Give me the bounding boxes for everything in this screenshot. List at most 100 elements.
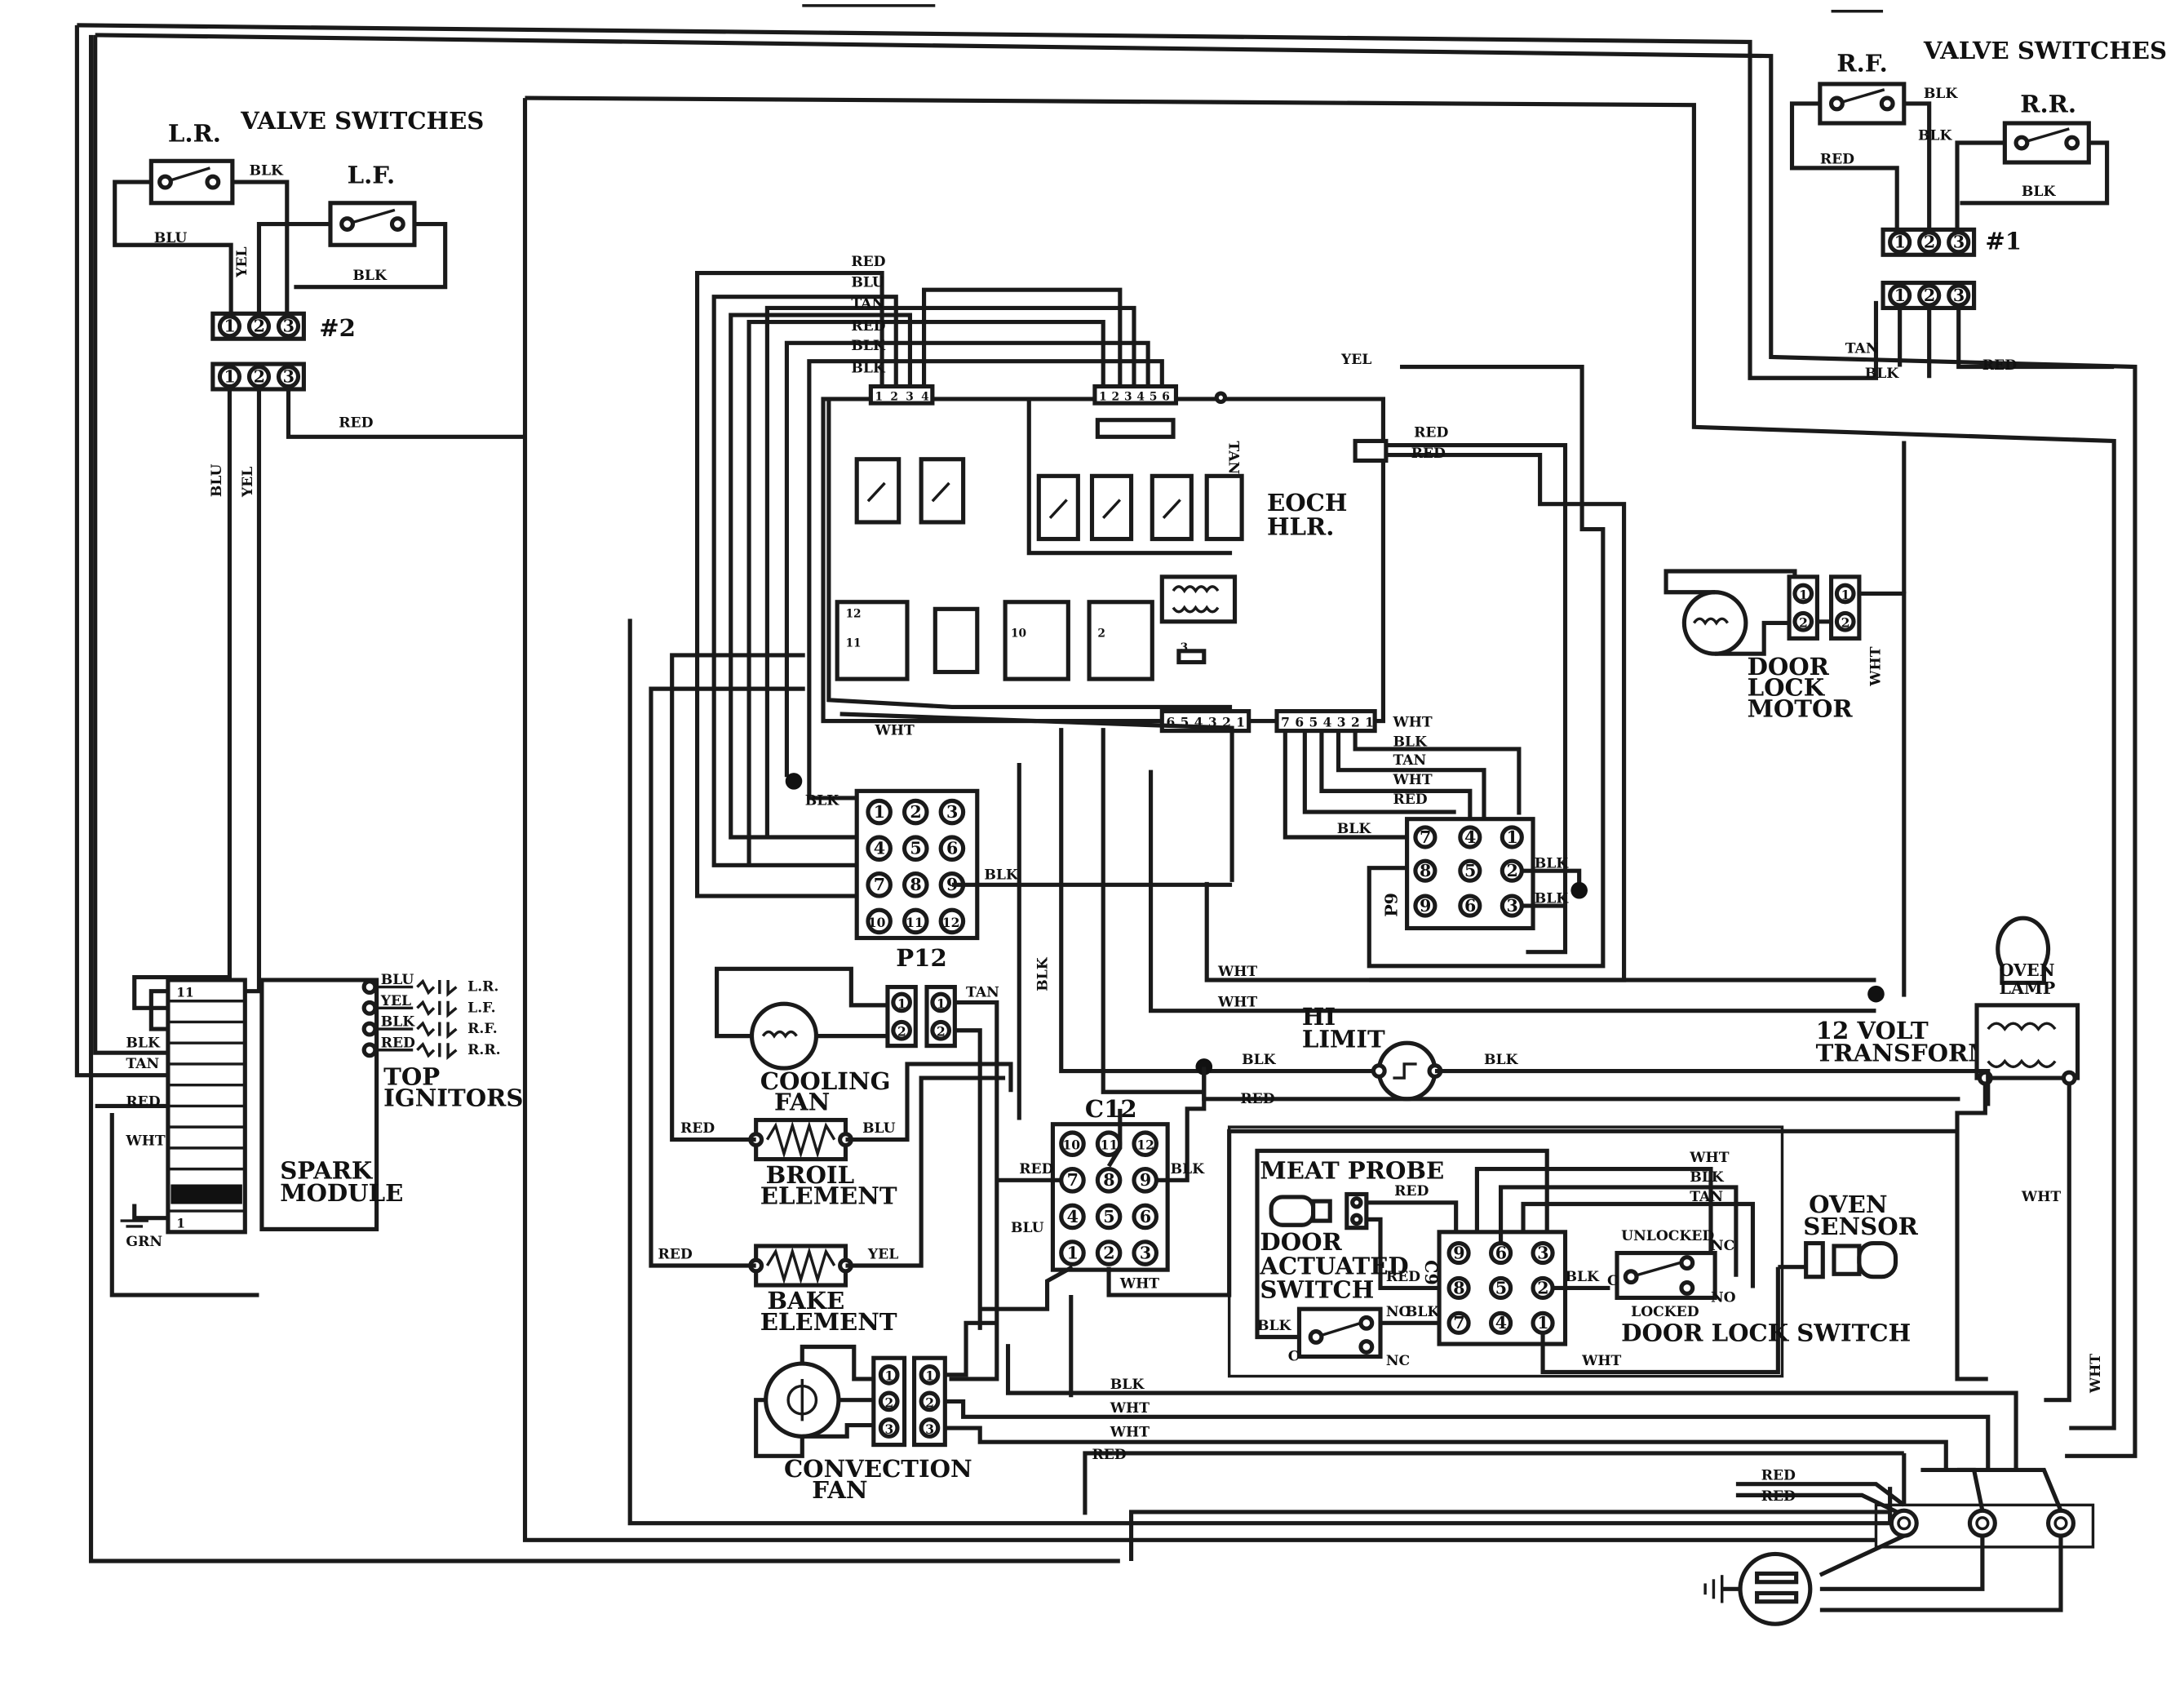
svg-text:2: 2 [885,1395,894,1410]
svg-text:RED: RED [1393,792,1427,808]
svg-text:TAN: TAN [1845,340,1879,357]
svg-text:2: 2 [1112,391,1120,404]
cooling-fan-line1: COOLING [760,1067,891,1095]
svg-text:5: 5 [1495,1278,1507,1297]
svg-text:2: 2 [897,1025,906,1040]
c12-connector: C12 10 11 12 7 8 9 4 5 6 1 2 3 BLK RED W… [980,956,1958,1311]
svg-text:2: 2 [890,391,898,404]
ground-symbol [120,1204,148,1228]
valve-switches-right: VALVE SWITCHES R.F. R.R. BLK BLK RED BLK… [1789,37,2167,382]
broil-element-line2: ELEMENT [760,1182,897,1210]
door-switch-line3: SWITCH [1260,1275,1374,1303]
svg-text:1: 1 [1067,1243,1079,1262]
svg-text:BLK: BLK [1535,891,1570,907]
svg-text:RED: RED [1761,1488,1796,1505]
door-lock-motor-line3: MOTOR [1748,694,1854,722]
header-a-pins: 1 2 3 4 [875,391,929,404]
convection-fan: 1 2 3 1 2 3 CONVECTION FAN BLK WHT WHT R… [754,1295,2018,1504]
svg-text:7: 7 [1453,1313,1464,1333]
door-lock-switch-label: DOOR LOCK SWITCH [1621,1319,1911,1347]
svg-text:WHT: WHT [1217,964,1257,980]
svg-text:BLK: BLK [1171,1161,1206,1177]
svg-text:3: 3 [1140,1243,1151,1262]
control-label-line1: EOCH [1267,489,1347,517]
lock-locked-label: LOCKED [1631,1304,1699,1320]
svg-text:8: 8 [1453,1278,1464,1297]
svg-text:WHT: WHT [125,1133,165,1149]
svg-text:2: 2 [937,1025,946,1040]
spark-module-blackout [171,1184,242,1204]
svg-text:BLK: BLK [1484,1052,1519,1068]
svg-text:2: 2 [254,317,265,336]
svg-text:TAN: TAN [1225,441,1242,474]
board-harness: RED BLU TAN RED BLK BLK YEL RED RED WHT [695,254,1627,982]
svg-text:BLU: BLU [862,1120,896,1137]
top-ignitors-line2: IGNITORS [383,1084,523,1111]
svg-text:WHT: WHT [1110,1400,1150,1417]
power-terminal-block: RED RED [1735,1452,2095,1612]
board-side-connector [1353,438,1389,463]
c9-pins: 9 6 3 8 5 2 7 4 1 [1446,1240,1555,1335]
svg-text:RED: RED [1394,1183,1429,1200]
svg-text:BLK: BLK [1918,128,1953,144]
svg-text:WHT: WHT [1119,1275,1159,1292]
svg-text:4: 4 [1067,1207,1079,1226]
hi-limit-line2: LIMIT [1302,1025,1385,1053]
svg-text:1: 1 [1894,286,1906,305]
svg-text:9: 9 [1140,1170,1151,1190]
header-b-socket [1095,418,1176,439]
svg-text:RED: RED [680,1120,715,1137]
valve-switches-left: VALVE SWITCHES L.R. L.F. BLK BLU BLK YEL… [113,107,525,1031]
svg-text:7: 7 [1281,715,1290,729]
oven-lamp-line1: OVEN [1999,960,2054,980]
svg-text:1: 1 [874,802,885,822]
svg-text:5: 5 [910,839,921,858]
rf-label: R.F. [1836,50,1887,78]
svg-text:WHT: WHT [1392,772,1432,788]
svg-text:4: 4 [1495,1313,1507,1333]
svg-text:3: 3 [1181,641,1189,654]
control-board: EOCH HLR. TAN 1 2 3 4 1 2 3 4 5 6 [821,384,1389,734]
oven-sensor-line1: OVEN [1809,1191,1887,1218]
svg-text:WHT: WHT [1689,1150,1729,1166]
svg-text:WHT: WHT [1868,646,1885,686]
hi-limit-line1: HI [1302,1003,1336,1031]
svg-text:12: 12 [942,916,959,930]
svg-text:BLK: BLK [1242,1052,1277,1068]
oven-sensor-probe [1857,1240,1898,1279]
power-plug [1703,1551,1813,1626]
valve-switches-left-title: VALVE SWITCHES [240,107,484,135]
svg-text:4: 4 [1194,715,1203,729]
p9-label: P9 [1382,893,1402,917]
svg-text:8: 8 [1103,1170,1114,1190]
svg-text:BLK: BLK [1535,856,1570,872]
header-b-pins: 1 2 3 4 5 6 [1099,391,1170,404]
svg-text:WHT: WHT [1217,995,1257,1011]
transformer-line1: 12 VOLT [1816,1017,1929,1044]
svg-text:BLK: BLK [851,338,886,354]
svg-text:1: 1 [1894,233,1906,252]
svg-text:BLU: BLU [1011,1220,1044,1236]
svg-text:BLU: BLU [209,463,225,497]
svg-text:NO: NO [1711,1290,1736,1306]
svg-text:11: 11 [845,637,861,650]
oven-lamp-line2: LAMP [1999,978,2055,998]
svg-text:5: 5 [1309,715,1318,729]
header-a [868,384,935,406]
hi-limit-symbol [1376,1040,1438,1102]
convection-fan-line2: FAN [812,1476,867,1504]
p12-pins: 1 2 3 4 5 6 7 8 9 10 11 12 [866,798,966,935]
svg-text:4: 4 [1323,715,1332,729]
svg-text:2: 2 [1097,627,1105,641]
p9-connector: WHT BLK TAN WHT RED BLK 7 4 1 8 5 2 9 6 … [1282,714,1588,931]
svg-text:7: 7 [1420,827,1431,847]
svg-text:1: 1 [176,1217,185,1231]
svg-text:YEL: YEL [1340,352,1371,368]
svg-text:3: 3 [885,1422,894,1437]
svg-text:RED: RED [1820,152,1854,168]
svg-text:2: 2 [254,366,265,386]
p12-connector: 1 2 3 4 5 6 7 8 9 10 11 12 P12 BLK BLK [785,773,1233,972]
svg-text:RED: RED [126,1093,160,1110]
valve-switches-right-title: VALVE SWITCHES [1923,37,2167,64]
